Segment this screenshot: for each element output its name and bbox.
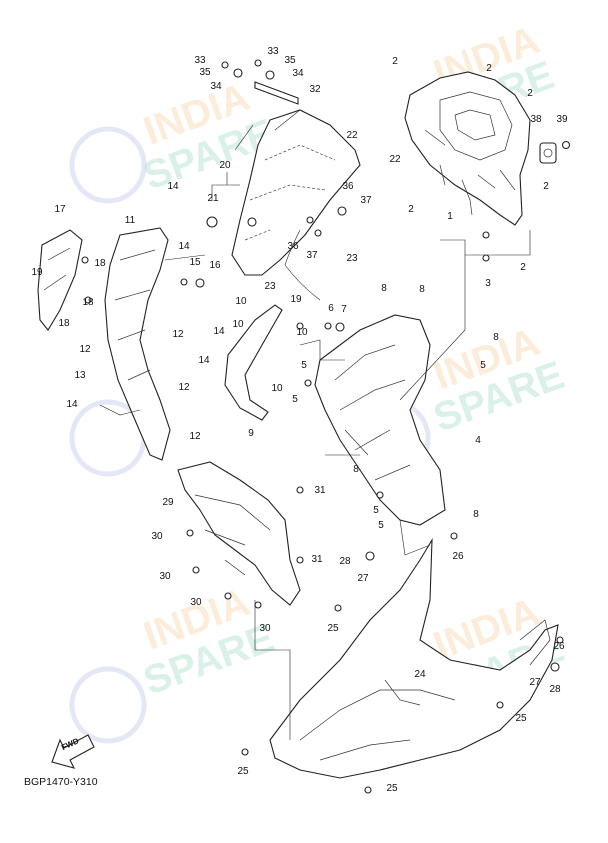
callout-10: 10	[235, 296, 247, 307]
part-20-upper-panel	[231, 109, 361, 301]
callout-1: 1	[447, 211, 453, 222]
callout-12: 12	[79, 344, 91, 355]
part-1-front-cover	[404, 71, 531, 226]
callout-23: 23	[264, 281, 276, 292]
callout-5: 5	[378, 520, 384, 531]
callout-25: 25	[327, 623, 339, 634]
callout-28: 28	[549, 684, 561, 695]
hardware-fasteners	[81, 59, 564, 794]
diagram-code: BGP1470-Y310	[24, 776, 98, 788]
callout-19: 19	[290, 294, 302, 305]
callout-34: 34	[292, 68, 304, 79]
callout-12: 12	[178, 382, 190, 393]
callout-5: 5	[373, 505, 379, 516]
callout-30: 30	[190, 597, 202, 608]
callout-19: 19	[31, 267, 43, 278]
callout-32: 32	[309, 84, 321, 95]
callout-25: 25	[515, 713, 527, 724]
callout-24: 24	[414, 669, 426, 680]
part-38-39-grommet	[539, 140, 571, 164]
part-11-left-inner-panel	[104, 227, 171, 461]
callout-18: 18	[58, 318, 70, 329]
callout-15: 15	[189, 257, 201, 268]
callout-27: 27	[357, 573, 369, 584]
callout-26: 26	[553, 641, 565, 652]
callout-33: 33	[267, 46, 279, 57]
callout-25: 25	[237, 766, 249, 777]
callout-25: 25	[386, 783, 398, 794]
callout-9: 9	[248, 428, 254, 439]
callout-30: 30	[259, 623, 271, 634]
callout-8: 8	[419, 284, 425, 295]
callout-31: 31	[311, 554, 323, 565]
callout-10: 10	[271, 383, 283, 394]
part-29-lower-inner-panel	[177, 461, 301, 606]
callout-12: 12	[172, 329, 184, 340]
callout-8: 8	[493, 332, 499, 343]
callout-17: 17	[54, 204, 66, 215]
callout-22: 22	[389, 154, 401, 165]
callout-28: 28	[339, 556, 351, 567]
callout-10: 10	[296, 327, 308, 338]
part-17-left-side-cover	[37, 229, 83, 331]
callout-20: 20	[219, 160, 231, 171]
callout-14: 14	[66, 399, 78, 410]
callout-36: 36	[287, 241, 299, 252]
callout-22: 22	[346, 130, 358, 141]
callout-27: 27	[529, 677, 541, 688]
callout-6: 6	[328, 303, 334, 314]
callout-14: 14	[198, 355, 210, 366]
callout-34: 34	[210, 81, 222, 92]
callout-2: 2	[408, 204, 414, 215]
callout-5: 5	[480, 360, 486, 371]
callout-5: 5	[292, 394, 298, 405]
callout-36: 36	[342, 181, 354, 192]
callout-38: 38	[530, 114, 542, 125]
callout-2: 2	[527, 88, 533, 99]
callout-8: 8	[381, 283, 387, 294]
callout-35: 35	[199, 67, 211, 78]
part-24-under-cover	[269, 537, 559, 779]
callout-18: 18	[82, 297, 94, 308]
fwd-arrow-icon	[51, 734, 95, 769]
callout-13: 13	[74, 370, 86, 381]
callout-2: 2	[486, 63, 492, 74]
callout-35: 35	[284, 55, 296, 66]
callout-5: 5	[301, 360, 307, 371]
callout-14: 14	[167, 181, 179, 192]
callout-10: 10	[232, 319, 244, 330]
callout-30: 30	[159, 571, 171, 582]
callout-11: 11	[124, 215, 136, 226]
callout-21: 21	[207, 193, 219, 204]
callout-37: 37	[306, 250, 318, 261]
callout-2: 2	[392, 56, 398, 67]
callout-2: 2	[543, 181, 549, 192]
leader-lines	[99, 109, 531, 740]
callout-12: 12	[189, 431, 201, 442]
callout-8: 8	[473, 509, 479, 520]
callout-39: 39	[556, 114, 568, 125]
callout-30: 30	[151, 531, 163, 542]
callout-29: 29	[162, 497, 174, 508]
callout-7: 7	[341, 304, 347, 315]
callout-23: 23	[346, 253, 358, 264]
callout-16: 16	[209, 260, 221, 271]
callout-33: 33	[194, 55, 206, 66]
callout-14: 14	[213, 326, 225, 337]
callout-2: 2	[520, 262, 526, 273]
callout-26: 26	[452, 551, 464, 562]
callout-8: 8	[353, 464, 359, 475]
callout-18: 18	[94, 258, 106, 269]
callout-14: 14	[178, 241, 190, 252]
callout-31: 31	[314, 485, 326, 496]
callout-4: 4	[475, 435, 481, 446]
part-9-center-trim	[224, 304, 283, 421]
callout-3: 3	[485, 278, 491, 289]
part-32-stay	[254, 81, 299, 105]
part-4-leg-shield	[314, 314, 446, 526]
callout-37: 37	[360, 195, 372, 206]
